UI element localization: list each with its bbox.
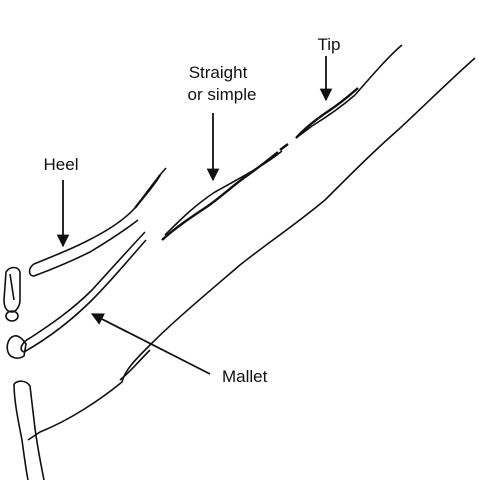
cutting-bottom [13, 380, 45, 480]
scion-tip [279, 87, 359, 151]
scion-heel [28, 167, 167, 277]
label-mallet: Mallet [222, 367, 268, 386]
scion-mallet [6, 231, 147, 359]
mallet-arrow [90, 313, 211, 375]
label-straight-line1: Straight [189, 63, 248, 82]
label-straight-line2: or simple [188, 85, 257, 104]
scion-straight [161, 151, 279, 241]
label-tip: Tip [318, 35, 341, 54]
label-heel: Heel [44, 155, 79, 174]
cutting-left-top [3, 266, 21, 322]
arrows [56, 56, 333, 375]
